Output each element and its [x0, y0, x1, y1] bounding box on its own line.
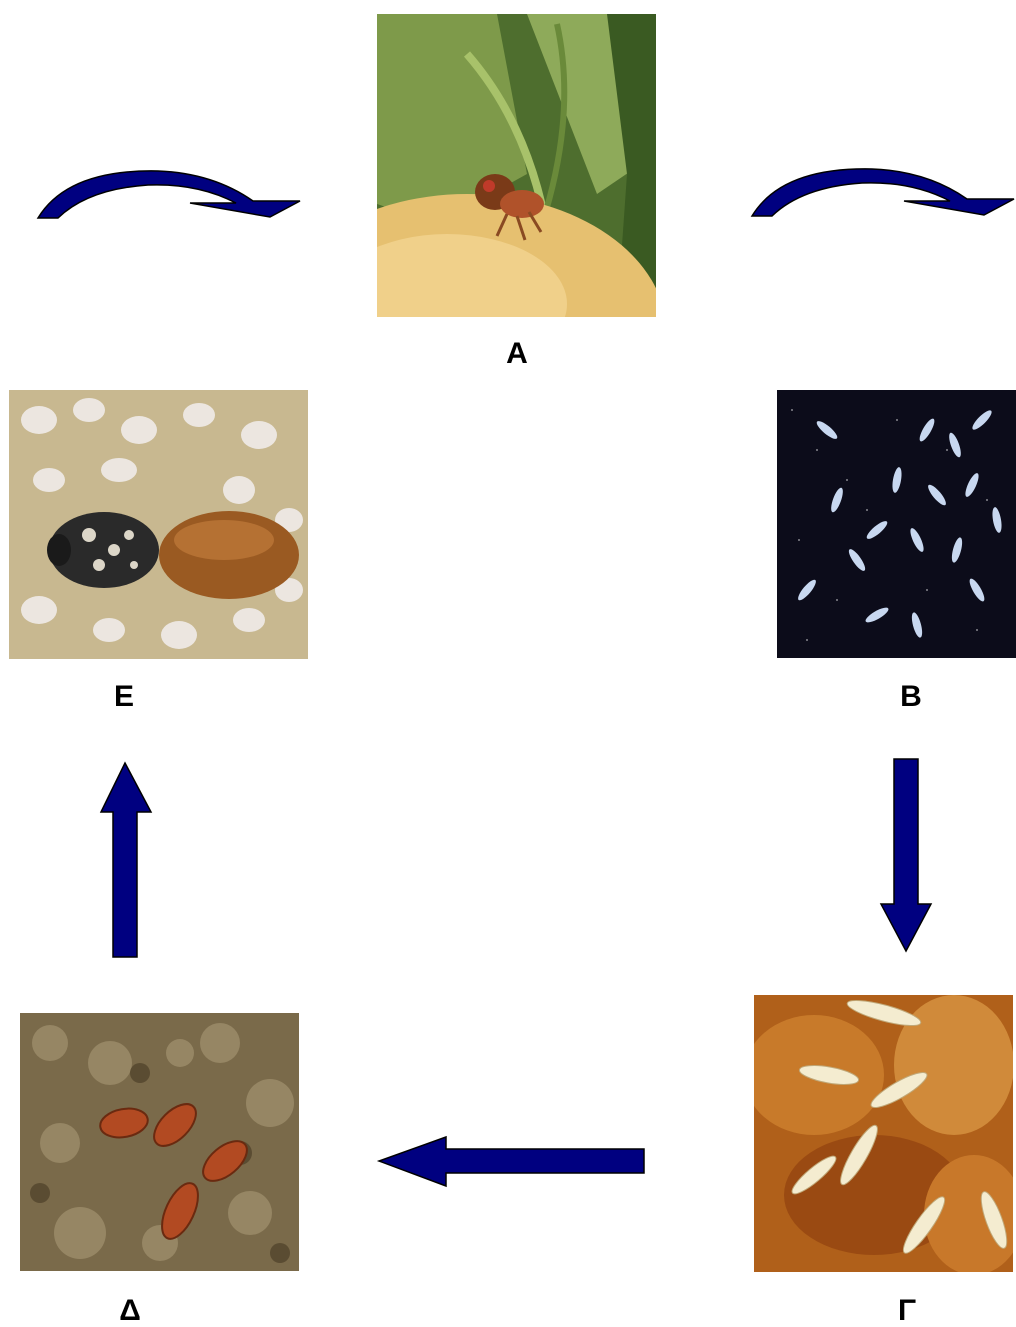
stage-d-label: Δ: [90, 1296, 170, 1326]
stage-b-image: [777, 390, 1016, 658]
stage-g-label: Γ: [867, 1296, 947, 1326]
stage-g-image: [754, 995, 1013, 1272]
arrow-down-b-to-g: [880, 758, 932, 952]
curved-arrow-e-to-a: [38, 169, 300, 219]
stage-e-label: Ε: [84, 682, 164, 712]
stage-b-label: Β: [871, 682, 951, 712]
curved-arrow-a-to-b: [752, 167, 1014, 217]
stage-a-image: [377, 14, 656, 317]
arrow-up-d-to-e: [100, 762, 152, 958]
stage-d-image: [20, 1013, 299, 1271]
stage-a-label: Α: [477, 339, 557, 369]
stage-e-image: [9, 390, 308, 659]
arrow-left-g-to-d: [378, 1136, 646, 1188]
